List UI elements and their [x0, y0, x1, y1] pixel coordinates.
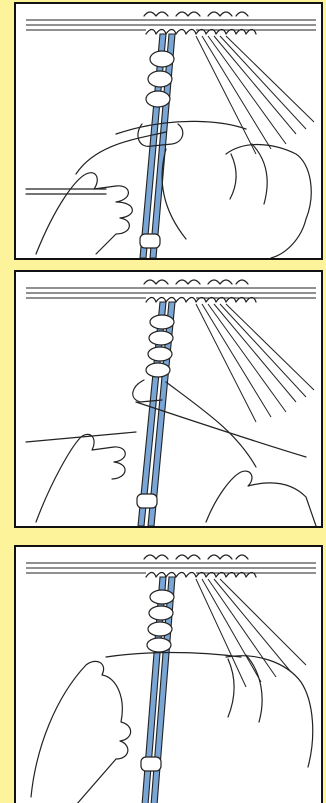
- knot-illustration-3: [16, 547, 321, 803]
- illustration-panel-3: [14, 545, 323, 803]
- knot-illustration-2: [16, 272, 321, 526]
- illustration-panel-1: [14, 2, 323, 260]
- illustration-panel-2: [14, 270, 323, 528]
- knot-illustration-1: [16, 4, 321, 258]
